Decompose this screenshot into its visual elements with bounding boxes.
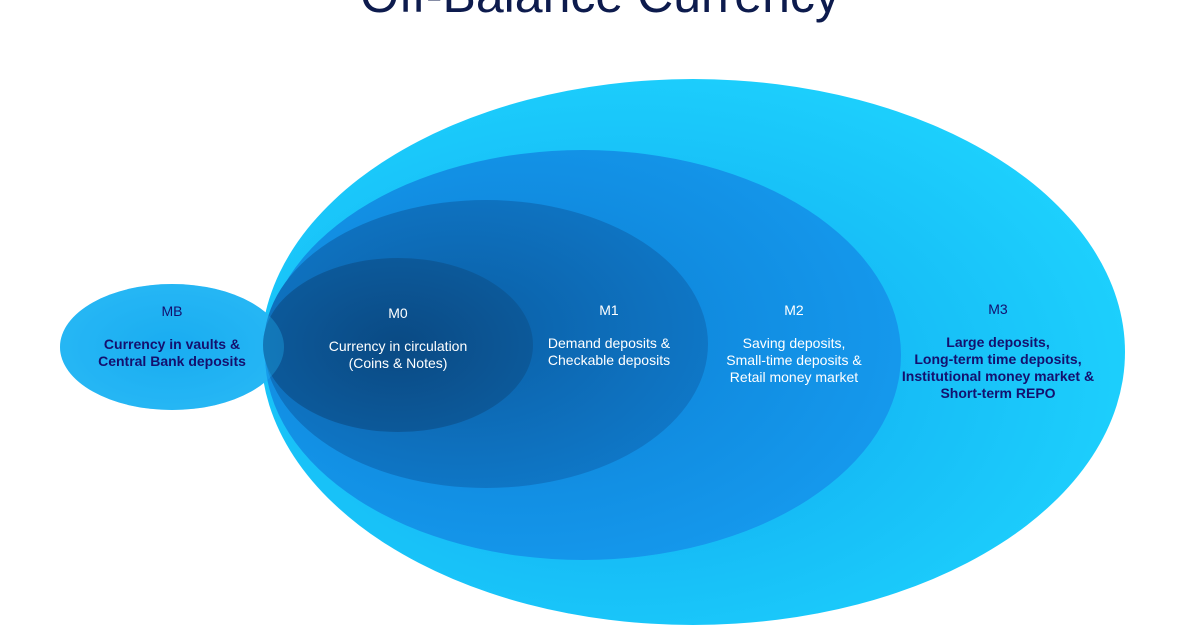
m2-name: M2 xyxy=(784,302,804,318)
mb-description: Currency in vaults & Central Bank deposi… xyxy=(98,336,246,369)
m1-description: Demand deposits & Checkable deposits xyxy=(547,335,671,368)
m0-ellipse xyxy=(263,258,533,432)
m3-label: M3 Large deposits, Long-term time deposi… xyxy=(878,301,1118,402)
m3-description: Large deposits, Long-term time deposits,… xyxy=(901,334,1095,401)
m0-description: Currency in circulation (Coins & Notes) xyxy=(328,338,468,371)
m1-name: M1 xyxy=(599,302,619,318)
diagram-title: Off-Balance Currency xyxy=(0,0,1200,20)
mb-overlap xyxy=(60,284,284,410)
m0-name: M0 xyxy=(388,305,408,321)
mb-name: MB xyxy=(161,303,183,319)
m0-label: M0 Currency in circulation (Coins & Note… xyxy=(298,305,498,372)
m1-label: M1 Demand deposits & Checkable deposits xyxy=(509,302,709,369)
m2-description: Saving deposits, Small-time deposits & R… xyxy=(726,335,862,385)
m2-label: M2 Saving deposits, Small-time deposits … xyxy=(694,302,894,386)
m3-name: M3 xyxy=(988,301,1008,317)
mb-label: MB Currency in vaults & Central Bank dep… xyxy=(72,303,272,370)
mb-ellipse xyxy=(60,284,284,410)
